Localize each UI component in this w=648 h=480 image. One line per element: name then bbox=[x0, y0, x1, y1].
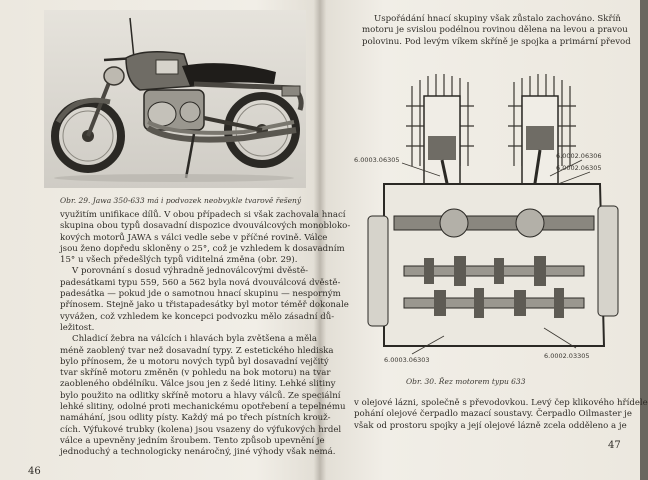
text-line: namáhání, jsou odlity písty. Každý má po… bbox=[60, 413, 331, 424]
text-line: přínosem. Stejně jako u třistapadesátky … bbox=[60, 300, 349, 311]
text-line: v olejové lázni, společně s převodovkou.… bbox=[354, 398, 648, 408]
text-line: vyvážen, což vzhledem ke koncepci podvoz… bbox=[60, 311, 335, 322]
engine-diagram: 6.0003.06305 6.0002.06306 6.0002.06305 6… bbox=[354, 74, 619, 364]
text-line: padesátka — pokud jde o samotnou hnací s… bbox=[60, 289, 341, 300]
text-line: polovinu. Pod levým víkem skříně je spoj… bbox=[362, 36, 631, 47]
left-page-body: využitím unifikace dílů. V obou případec… bbox=[60, 210, 351, 459]
text-line: zaobleného obdélníku. Válce jsou jen z š… bbox=[60, 379, 336, 390]
part-label: 6.0002.06305 bbox=[556, 164, 602, 172]
motorcycle-photo bbox=[44, 10, 306, 188]
left-page: Obr. 29. Jawa 350-633 má i podvozek neob… bbox=[0, 0, 351, 480]
right-page-top-text: Uspořádání hnací skupiny však zůstalo za… bbox=[362, 14, 631, 48]
page-number-right: 47 bbox=[608, 440, 621, 451]
text-line: cích. Výfukové trubky (kolena) jsou vsaz… bbox=[60, 424, 342, 435]
figure-caption-29: Obr. 29. Jawa 350-633 má i podvozek neob… bbox=[60, 196, 302, 205]
text-line: jsou ženo dopředu skloněny o 25°, což je… bbox=[60, 243, 345, 254]
text-line: pohání olejové čerpadlo mazací soustavy.… bbox=[354, 409, 632, 420]
page-number-left: 46 bbox=[28, 466, 41, 477]
part-label: 6.0002.06306 bbox=[556, 152, 602, 160]
text-line: Chladicí žebra na válcích i hlavách byla… bbox=[72, 334, 318, 345]
part-label: 6.0002.03305 bbox=[544, 352, 590, 360]
text-line: V porovnání s dosud výhradně jednoválcov… bbox=[72, 266, 309, 277]
text-line: ležitost. bbox=[60, 322, 95, 333]
text-line: 15° u všech předešlých typů viditelná zm… bbox=[60, 255, 298, 266]
text-line: jednoduchý a technologicky nenáročný, ji… bbox=[60, 447, 336, 458]
text-line: kových motorů JAWA s válci vedle sebe v … bbox=[60, 232, 328, 243]
part-label: 6.0003.06305 bbox=[354, 156, 400, 164]
part-label: 6.0003.06303 bbox=[384, 356, 430, 364]
right-page: Uspořádání hnací skupiny však zůstalo za… bbox=[322, 0, 648, 480]
figure-caption-30: Obr. 30. Řez motorem typu 633 bbox=[406, 377, 526, 386]
text-line: bylo přínosem, že u motoru nových typů b… bbox=[60, 356, 329, 367]
text-line: skupina obou typů dosavadní dispozice dv… bbox=[60, 221, 351, 232]
text-line: využitím unifikace dílů. V obou případec… bbox=[60, 210, 346, 220]
right-page-bottom-text: v olejové lázni, společně s převodovkou.… bbox=[354, 398, 648, 432]
text-line: padesátkami typu 559, 560 a 562 byla nov… bbox=[60, 277, 341, 288]
motorcycle-illustration bbox=[44, 10, 306, 188]
text-line: motoru je svislou podélnou rovinou dělen… bbox=[362, 25, 628, 36]
text-line: méně zaoblený tvar než dosavadní typy. Z… bbox=[60, 345, 334, 356]
paragraph-2: V porovnání s dosud výhradně jednoválcov… bbox=[60, 266, 349, 334]
text-line: Uspořádání hnací skupiny však zůstalo za… bbox=[374, 14, 621, 24]
engine-cross-section: 6.0003.06305 6.0002.06306 6.0002.06305 6… bbox=[354, 66, 624, 366]
text-line: bylo použito na odlitky skříně motoru a … bbox=[60, 390, 341, 401]
paragraph-1: využitím unifikace dílů. V obou případec… bbox=[60, 210, 351, 266]
text-line: válce a upevněny jedním šroubem. Tento z… bbox=[60, 435, 325, 446]
text-line: však od prostoru spojky a její olejové l… bbox=[354, 420, 627, 431]
paragraph-3: Chladicí žebra na válcích i hlavách byla… bbox=[60, 334, 346, 458]
text-line: lehké slitiny, odolné proti mechanickému… bbox=[60, 402, 346, 413]
text-line: tvar skříně motoru změněn (v pohledu na … bbox=[60, 368, 331, 379]
